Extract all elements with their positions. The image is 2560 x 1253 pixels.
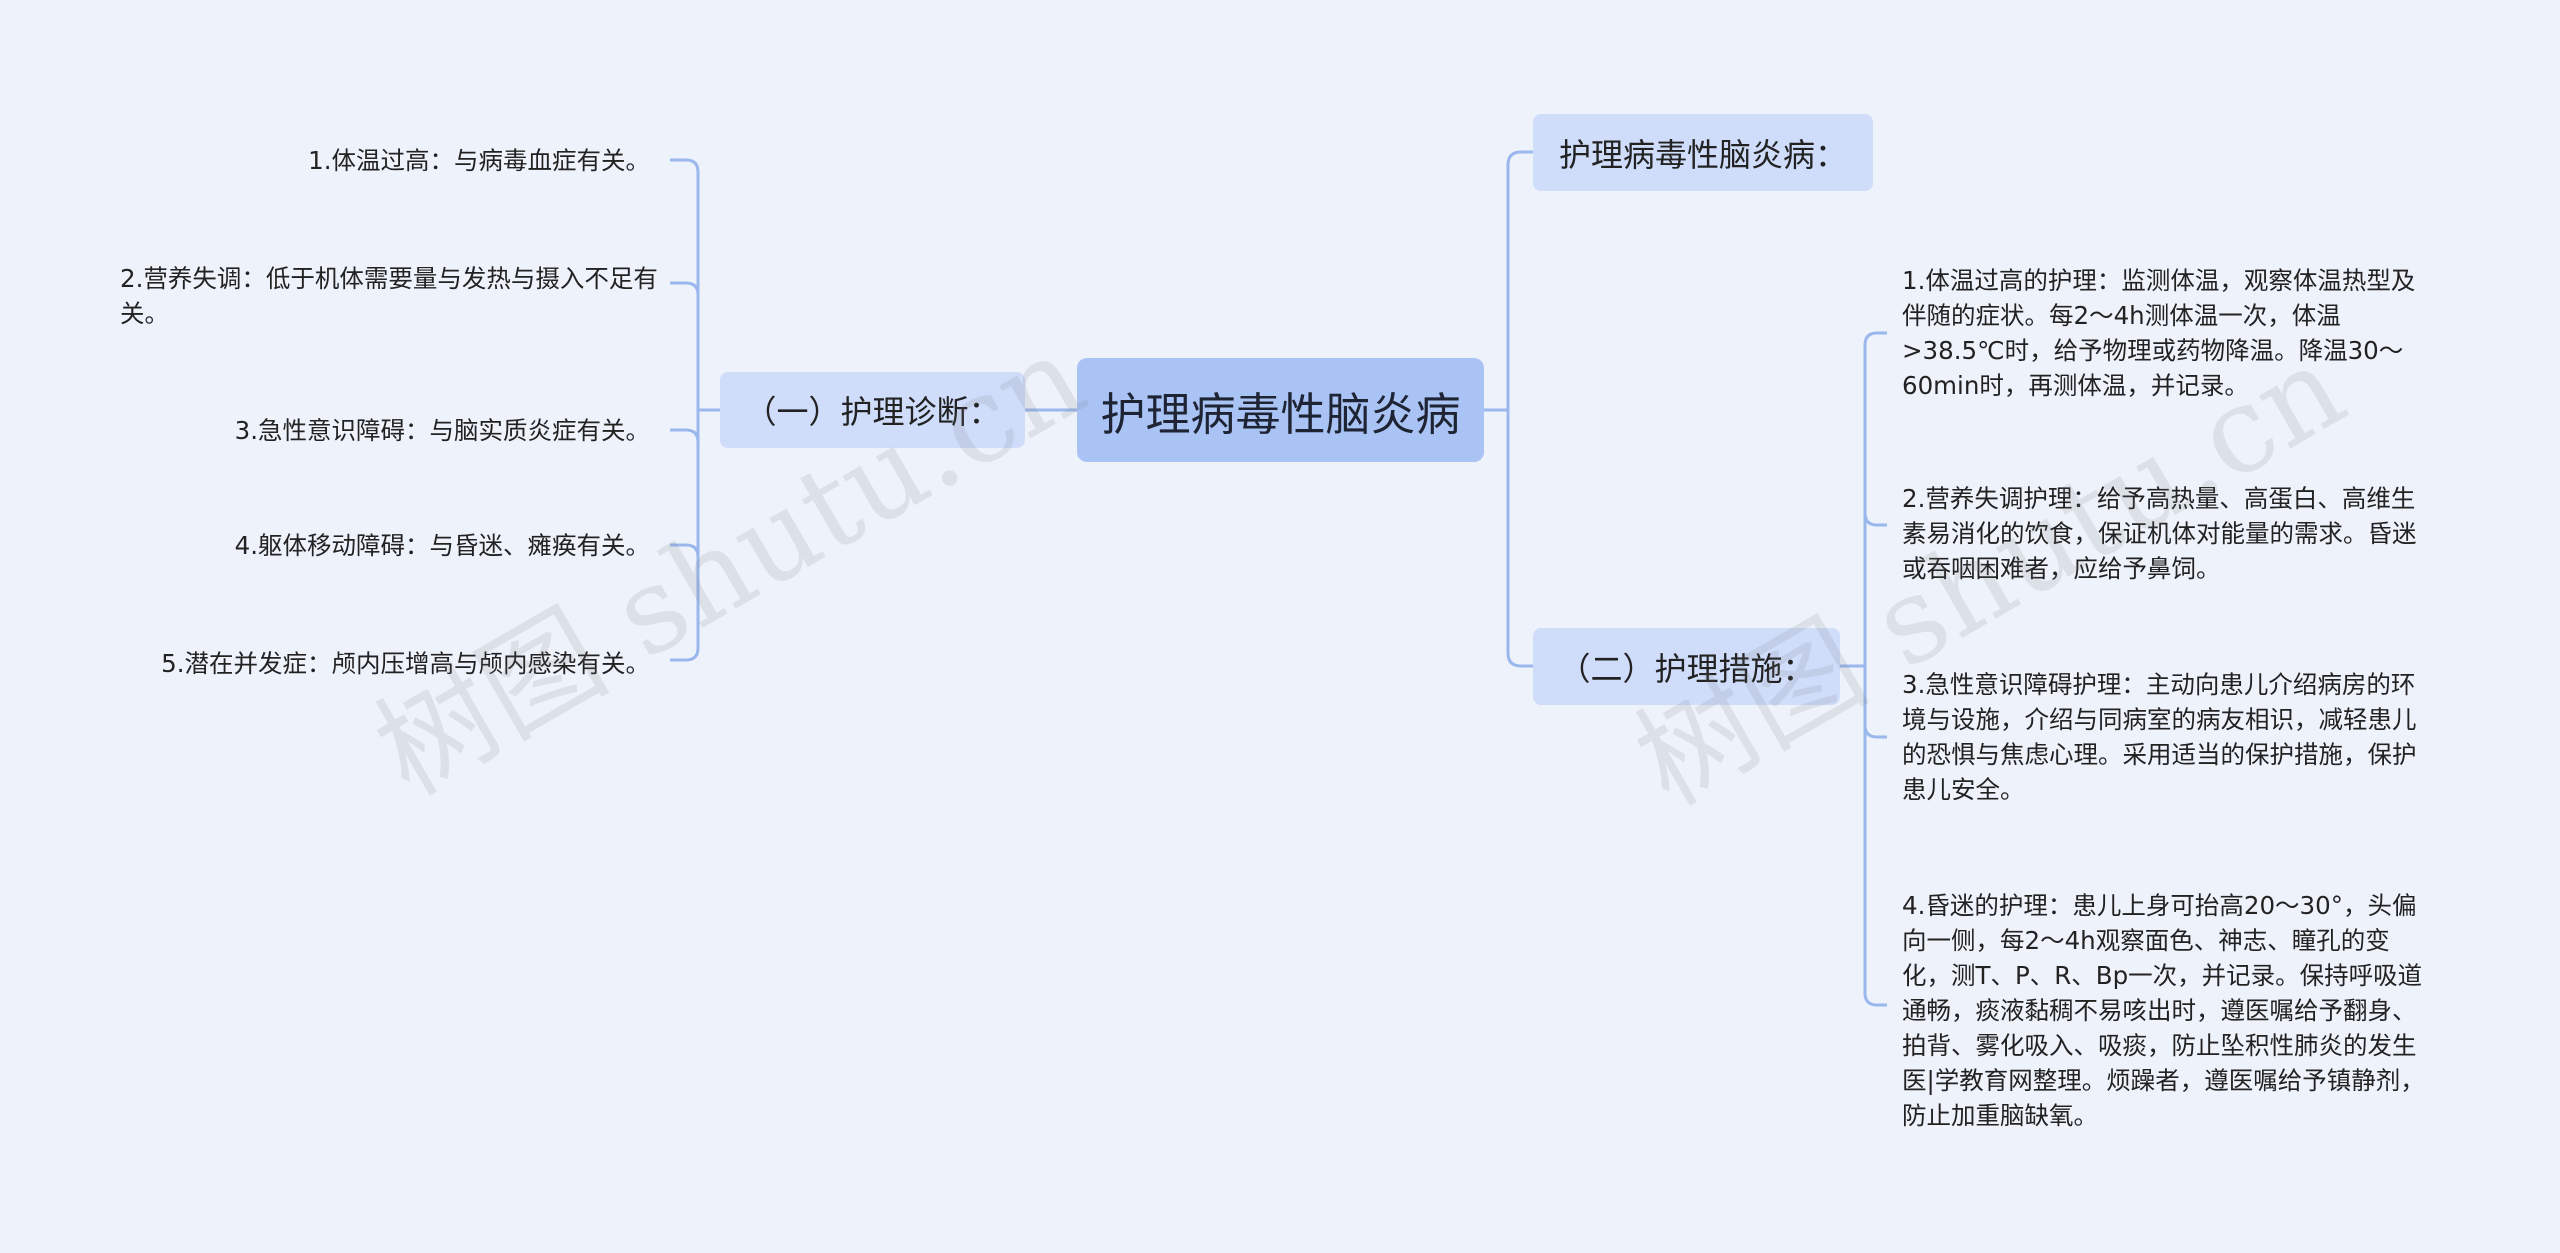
diagnosis-item-1[interactable]: 1.体温过高：与病毒血症有关。: [308, 146, 650, 175]
root-topic[interactable]: 护理病毒性脑炎病: [1077, 358, 1484, 462]
branch-nursing-diagnosis[interactable]: （一）护理诊断：: [720, 372, 1025, 448]
measure-item-4[interactable]: 4.昏迷的护理：患儿上身可抬高20～30°，头偏向一侧，每2～4h观察面色、神志…: [1902, 891, 2425, 1130]
diagnosis-item-5[interactable]: 5.潜在并发症：颅内压增高与颅内感染有关。: [161, 649, 650, 678]
branch-nursing-diagnosis-label: （一）护理诊断：: [744, 393, 1001, 431]
diagnosis-item-2[interactable]: 2.营养失调：低于机体需要量与发热与摄入不足有关。: [120, 264, 658, 328]
branch-nursing-measures-label: （二）护理措施：: [1558, 649, 1815, 688]
diagnosis-item-4[interactable]: 4.躯体移动障碍：与昏迷、瘫痪有关。: [234, 531, 650, 560]
branch-nursing-title-label: 护理病毒性脑炎病：: [1558, 135, 1847, 174]
measure-item-1[interactable]: 1.体温过高的护理：监测体温，观察体温热型及伴随的症状。每2～4h测体温一次，体…: [1902, 266, 2416, 400]
root-topic-label: 护理病毒性脑炎病: [1100, 387, 1461, 441]
branch-nursing-measures[interactable]: （二）护理措施：: [1533, 628, 1840, 705]
measure-item-2[interactable]: 2.营养失调护理：给予高热量、高蛋白、高维生素易消化的饮食，保证机体对能量的需求…: [1902, 484, 2417, 583]
diagnosis-item-3[interactable]: 3.急性意识障碍：与脑实质炎症有关。: [234, 416, 650, 445]
branch-nursing-title[interactable]: 护理病毒性脑炎病：: [1533, 114, 1873, 191]
measure-item-3[interactable]: 3.急性意识障碍护理：主动向患儿介绍病房的环境与设施，介绍与同病室的病友相识，减…: [1902, 670, 2417, 804]
